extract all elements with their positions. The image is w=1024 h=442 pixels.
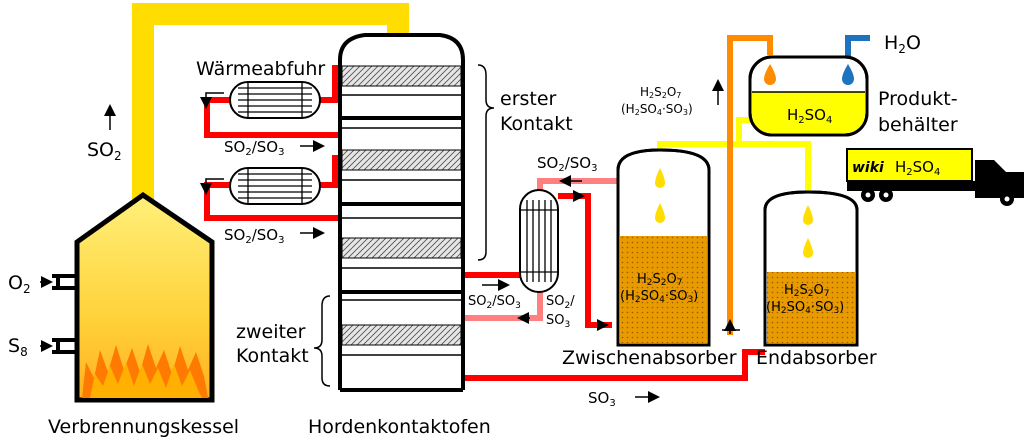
sulfur-inlet — [52, 338, 77, 354]
second-contact-label-2: Kontakt — [236, 345, 309, 367]
catalyst-tray-1 — [341, 65, 462, 87]
acid-drop-icon — [655, 168, 665, 188]
heat-exchanger-1 — [200, 81, 321, 119]
tank-acid-label: H2SO4 — [787, 106, 832, 126]
intermediate-absorber-label: Zwischenabsorber — [562, 347, 737, 369]
final-absorber — [763, 190, 859, 347]
boiler-label: Verbrennungskessel — [48, 416, 239, 438]
oleum-drop-icon — [764, 64, 776, 85]
combustion-boiler — [52, 191, 215, 403]
acid-drop-icon — [803, 238, 813, 258]
oxygen-inlet — [52, 274, 77, 290]
so2-label: SO2 — [87, 139, 122, 163]
second-contact-label-1: zweiter — [236, 321, 306, 343]
sulfur-label: S8 — [8, 335, 28, 359]
so3-label: SO3 — [588, 389, 616, 409]
final-absorber-label: Endabsorber — [756, 347, 877, 369]
contact-tower — [313, 33, 495, 392]
oleum-formula-top: (H2SO4·SO3) — [621, 102, 693, 117]
second-contact-bracket — [313, 295, 331, 387]
acid-drop-icon — [803, 205, 813, 225]
oleum-label-top: H2S2O7 — [640, 85, 681, 100]
heat-exchanger-loops — [204, 65, 340, 221]
catalyst-tray-3 — [341, 237, 462, 259]
sulfur-dioxide-pipe — [132, 3, 409, 210]
catalyst-tray-2 — [341, 149, 462, 171]
fire-icon — [82, 344, 208, 398]
column-label: Hordenkontaktofen — [308, 416, 491, 438]
oleum-label-right: H2S2O7 — [784, 283, 829, 299]
heat-removal-label: Wärmeabfuhr — [196, 58, 325, 80]
oleum-formula-right: (H2SO4·SO3) — [766, 300, 844, 316]
catalyst-tray-4 — [341, 324, 462, 346]
acid-drop-icon — [655, 203, 665, 223]
flow-arrows — [40, 79, 724, 403]
product-tank-label-1: Produkt- — [878, 88, 958, 110]
first-contact-label-1: erster — [500, 88, 557, 110]
water-drop-icon — [842, 64, 854, 85]
first-contact-bracket — [477, 64, 495, 261]
heat-exchanger-2 — [200, 167, 321, 205]
so2-so3-label-3: SO2/SO3 — [537, 154, 597, 174]
so2-so3-label-4: SO2/SO3 — [468, 294, 521, 311]
truck-icon — [846, 148, 1024, 206]
intermediate-heat-exchanger — [519, 189, 559, 293]
truck-acid-label: H2SO4 — [895, 158, 940, 178]
product-tank — [748, 55, 869, 137]
so2-so3-label-2: SO2/SO3 — [224, 226, 284, 246]
intermediate-absorber — [616, 148, 711, 347]
water-label: H2O — [884, 32, 921, 56]
product-tank-label-2: behälter — [878, 114, 958, 136]
so2-so3-label-5: SO2/SO3 — [546, 294, 575, 330]
so2-so3-label-1: SO2/SO3 — [224, 138, 284, 158]
oxygen-label: O2 — [8, 272, 31, 296]
first-contact-label-2: Kontakt — [500, 113, 573, 135]
oleum-label-mid: H2S2O7 — [637, 272, 682, 288]
truck-logo: wiki — [852, 160, 884, 176]
oleum-formula-mid: (H2SO4·SO3) — [620, 289, 698, 305]
